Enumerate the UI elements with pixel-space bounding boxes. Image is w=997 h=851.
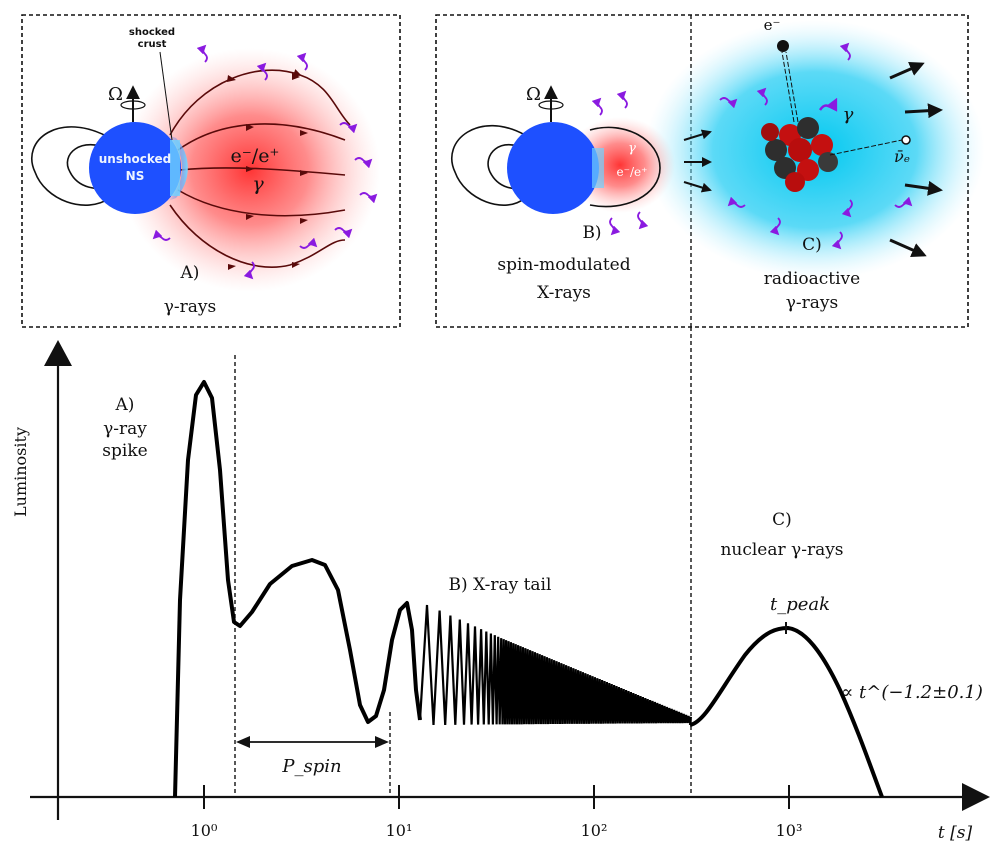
pair-label: e⁻/e⁺ [231,145,280,167]
neutrino-label: ν̄ₑ [894,147,910,166]
ns-label-1: unshocked [99,152,172,166]
shocked-label-2: crust [138,39,167,50]
light-curve [173,380,884,798]
pair-label-b: e⁻/e⁺ [617,165,648,179]
annot-a-1: A) [115,395,135,415]
panel-b-caption-2: X-rays [537,283,591,303]
x-axis-label: t [s] [938,823,973,843]
tick-label-1: 10⁰ [191,821,218,840]
nucleus-icon [761,117,838,192]
ns-label-2: NS [126,169,145,183]
ejecta-arrows [889,61,943,258]
gamma-label-c: γ [843,104,854,125]
panel-bc: Ω γ e⁻/e⁺ B) spin-modulated X-rays e⁻ ν̄… [435,14,985,328]
tick-label-4: 10³ [776,821,803,840]
x-ray-oscillations [418,604,692,726]
panel-c-caption-2: γ-rays [786,293,839,313]
gamma-label-b: γ [628,141,636,156]
annot-a-2: γ-ray [103,419,147,439]
photons-c [591,42,913,250]
tick-label-2: 10¹ [386,821,413,840]
panel-c-label: C) [802,235,822,255]
field-lines [169,69,351,268]
outflow-arrows-b [683,129,712,193]
x-axis-arrow [962,783,990,811]
annot-a-3: spike [102,441,147,461]
light-curve-plot: Luminosity t [s] 10⁰ 10¹ 10² 10³ P_spin … [11,327,990,843]
annot-c-2: nuclear γ-rays [720,540,843,560]
shocked-label-1: shocked [129,27,175,38]
pspin-label: P_spin [281,756,341,777]
omega-label-b: Ω [526,84,541,105]
panel-c-caption-1: radioactive [764,269,860,289]
panel-b-caption-1: spin-modulated [497,255,630,275]
panel-a-caption: γ-rays [164,297,217,317]
field-arrows [227,73,308,270]
decay-law-label: ∝ t^(−1.2±0.1) [841,682,983,703]
neutrino-dot [901,135,911,145]
tpeak-label: t_peak [770,594,830,615]
panel-b-label: B) [582,223,601,243]
neutron-star-b [507,122,599,214]
panel-a-label: A) [180,263,200,283]
electron-label: e⁻ [764,16,781,34]
annot-b: B) X-ray tail [449,575,552,595]
electron-dot [777,40,789,52]
gamma-label: γ [252,173,264,195]
y-axis-label: Luminosity [11,427,30,517]
photons-a [152,44,378,280]
panel-a-frame [21,14,401,328]
shocked-crust [168,135,188,201]
x-ticks [203,785,790,809]
panel-a: Ω unshocked NS shocked crust e⁻/e⁺ γ A) … [21,14,401,328]
tick-label-3: 10² [581,821,608,840]
neutron-star [89,122,181,214]
y-axis-arrow [44,340,72,366]
omega-label: Ω [108,84,123,105]
annot-c-1: C) [772,510,792,530]
